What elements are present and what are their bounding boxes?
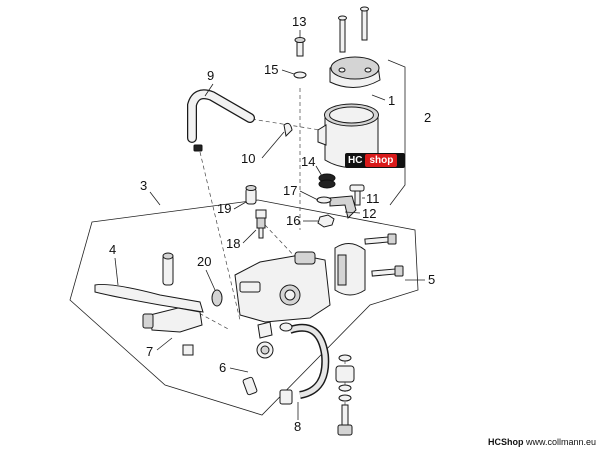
callout-5: 5 [428,272,435,287]
leader-20 [205,269,216,291]
callout-18: 18 [226,236,240,251]
clamp-10 [193,122,293,152]
fitting-6 [242,341,274,396]
callout-14: 14 [301,154,315,169]
bracket-2 [387,59,406,206]
assembly-outline-3 [69,199,419,416]
leader-4 [114,257,119,286]
leader-12 [344,211,361,214]
leader-15 [281,69,295,75]
leader-19 [233,201,247,210]
badge-hc-text: HC [348,155,363,166]
callout-10: 10 [241,151,255,166]
callout-16: 16 [286,213,300,228]
leader-14 [315,165,323,177]
leader-18 [242,229,257,244]
footer-brand: HCShop [487,437,524,447]
callout-2: 2 [424,110,431,125]
cap-19 [245,185,257,205]
seal-20 [211,289,223,307]
master-cylinder-body [234,251,331,339]
callout-1: 1 [388,93,395,108]
footer-url: www.collmann.eu [525,437,596,447]
callout-12: 12 [362,206,376,221]
callout-17: 17 [283,183,297,198]
leader-7 [156,337,173,351]
screw-11 [349,184,365,206]
screw-13 [294,37,306,57]
brake-line-8 [279,322,330,405]
callout-7: 7 [146,344,153,359]
callout-4: 4 [109,242,116,257]
lever-4 [94,252,204,313]
assembly-line [199,151,241,321]
callout-9: 9 [207,68,214,83]
grommet-14 [318,173,336,189]
assembly-line [244,117,321,131]
nut-16 [317,214,335,228]
leader-17 [299,190,319,201]
callout-3: 3 [140,178,147,193]
leader-1 [371,94,386,101]
leader-6 [229,367,249,373]
reservoir-cap [329,56,381,88]
banjo-fitting [335,354,355,436]
callout-13: 13 [292,14,306,29]
leader-10 [261,131,285,159]
callout-8: 8 [294,419,301,434]
callout-19: 19 [217,201,231,216]
badge-shop-text: shop [365,154,398,167]
bolts-5 [364,233,404,277]
washer-15 [293,71,307,79]
bleed-valve-18 [255,209,267,239]
callout-20: 20 [197,254,211,269]
adjuster-7 [142,307,203,356]
callout-11: 11 [366,191,380,206]
leader-3 [149,191,161,206]
washer-17 [316,196,332,204]
footer-credit: HCShop www.collmann.eu [488,437,596,447]
callout-15: 15 [264,62,278,77]
clamp-5 [334,243,366,296]
leader-9 [204,83,214,97]
reservoir-body [317,103,379,168]
hc-shop-badge: HC shop [345,153,405,168]
long-screws [338,6,369,53]
callout-6: 6 [219,360,226,375]
